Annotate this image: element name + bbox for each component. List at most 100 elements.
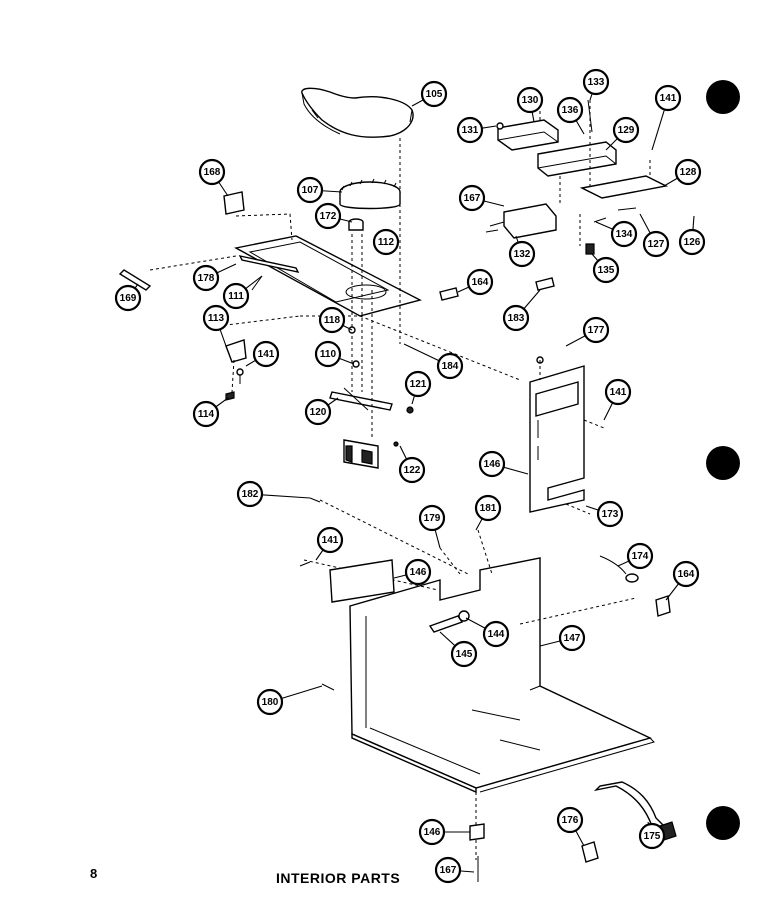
- callout-number: 141: [610, 387, 627, 398]
- callout-number: 184: [442, 361, 459, 372]
- callout-126: 126: [678, 228, 706, 256]
- callout-184: 184: [436, 352, 464, 380]
- callout-number: 122: [404, 465, 421, 476]
- callout-118: 118: [318, 306, 346, 334]
- callout-181: 181: [474, 494, 502, 522]
- callout-number: 127: [648, 239, 665, 250]
- callout-120: 120: [304, 398, 332, 426]
- callout-128: 128: [674, 158, 702, 186]
- power-cord-part: [581, 781, 677, 863]
- page-number: 8: [90, 866, 98, 881]
- callout-175: 175: [638, 822, 666, 850]
- callout-107: 107: [296, 176, 324, 204]
- lower-plate-part: [299, 559, 395, 603]
- callout-number: 120: [310, 407, 327, 418]
- callout-112: 112: [372, 228, 400, 256]
- callout-number: 169: [120, 293, 137, 304]
- callout-number: 128: [680, 167, 697, 178]
- callout-number: 113: [208, 313, 225, 324]
- callout-121: 121: [404, 370, 432, 398]
- callout-105: 105: [420, 80, 448, 108]
- callout-167: 167: [458, 184, 486, 212]
- gear-part: [339, 178, 401, 231]
- callout-179: 179: [418, 504, 446, 532]
- callout-130: 130: [516, 86, 544, 114]
- screws: [309, 497, 335, 691]
- card-part: [223, 191, 245, 215]
- callout-141: 141: [252, 340, 280, 368]
- callout-141: 141: [316, 526, 344, 554]
- callout-number: 167: [464, 193, 481, 204]
- callout-number: 133: [588, 77, 605, 88]
- registration-hole: [706, 806, 740, 840]
- callout-number: 126: [684, 237, 701, 248]
- callout-176: 176: [556, 806, 584, 834]
- callout-number: 180: [262, 697, 279, 708]
- callout-number: 174: [632, 551, 649, 562]
- callout-number: 164: [678, 569, 695, 580]
- callout-134: 134: [610, 220, 638, 248]
- callout-129: 129: [612, 116, 640, 144]
- callout-number: 132: [514, 249, 531, 260]
- callout-167: 167: [434, 856, 462, 884]
- callout-164: 164: [466, 268, 494, 296]
- callout-number: 112: [378, 237, 395, 248]
- callout-number: 136: [562, 105, 579, 116]
- callout-number: 141: [660, 93, 677, 104]
- callout-number: 135: [598, 265, 615, 276]
- callout-135: 135: [592, 256, 620, 284]
- callout-number: 175: [644, 831, 661, 842]
- callout-178: 178: [192, 264, 220, 292]
- callout-number: 146: [410, 567, 427, 578]
- callout-174: 174: [626, 542, 654, 570]
- callout-173: 173: [596, 500, 624, 528]
- callout-number: 181: [480, 503, 497, 514]
- callout-number: 172: [320, 211, 337, 222]
- callout-136: 136: [556, 96, 584, 124]
- motor-part: [329, 138, 414, 469]
- callout-110: 110: [314, 340, 342, 368]
- callout-182: 182: [236, 480, 264, 508]
- callout-number: 110: [320, 349, 337, 360]
- callout-number: 107: [302, 185, 319, 196]
- callout-number: 134: [616, 229, 633, 240]
- callout-111: 111: [222, 282, 250, 310]
- base-chassis-part: [303, 499, 655, 860]
- page-title: INTERIOR PARTS: [276, 870, 401, 886]
- callout-147: 147: [558, 624, 586, 652]
- side-panel-part: [529, 356, 605, 515]
- callout-number: 164: [472, 277, 489, 288]
- callout-180: 180: [256, 688, 284, 716]
- callout-number: 114: [198, 409, 215, 420]
- callout-146: 146: [418, 818, 446, 846]
- wire-part: [599, 555, 671, 617]
- callout-number: 121: [410, 379, 427, 390]
- callout-number: 177: [588, 325, 605, 336]
- callout-114: 114: [192, 400, 220, 428]
- foot-part: [469, 823, 485, 882]
- callout-146: 146: [478, 450, 506, 478]
- callout-133: 133: [582, 68, 610, 96]
- callout-number: 147: [564, 633, 581, 644]
- cover-part: [301, 87, 414, 138]
- callout-number: 146: [484, 459, 501, 470]
- callout-number: 144: [488, 629, 505, 640]
- registration-hole: [706, 446, 740, 480]
- callout-145: 145: [450, 640, 478, 668]
- callout-number: 178: [198, 273, 215, 284]
- callout-144: 144: [482, 620, 510, 648]
- callout-number: 131: [462, 125, 479, 136]
- callout-number: 141: [258, 349, 275, 360]
- callout-number: 173: [602, 509, 619, 520]
- callout-number: 118: [324, 315, 341, 326]
- callout-number: 111: [228, 291, 244, 302]
- callout-number: 105: [426, 89, 443, 100]
- small-blocks: [439, 277, 555, 301]
- callout-146: 146: [404, 558, 432, 586]
- callout-number: 179: [424, 513, 441, 524]
- callout-number: 130: [522, 95, 539, 106]
- callout-141: 141: [654, 84, 682, 112]
- callout-164: 164: [672, 560, 700, 588]
